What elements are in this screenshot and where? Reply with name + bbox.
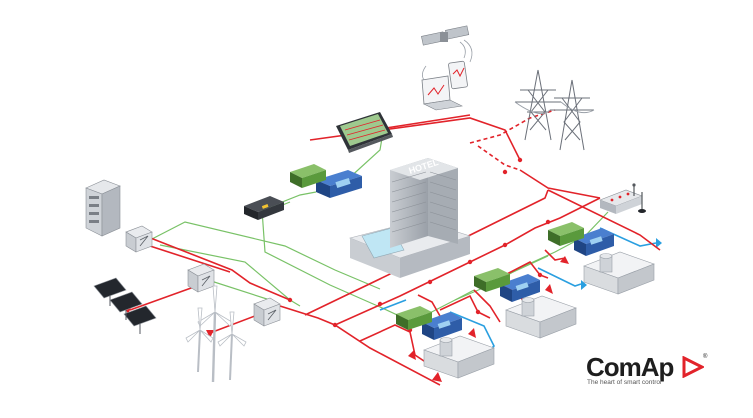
io-module-icons [290, 164, 584, 330]
controller-genset-3 [574, 228, 614, 256]
controller-main [316, 170, 362, 198]
brand-tagline: The heart of smart control [587, 379, 662, 386]
antenna-module-icon [599, 183, 646, 214]
satellite-icon [421, 25, 473, 63]
power-arrows [124, 256, 569, 382]
genset-icons [423, 251, 655, 379]
power-junctions [287, 157, 551, 333]
io-module-genset-1 [396, 306, 432, 330]
solar-panels-icon [93, 277, 157, 334]
genset-3 [583, 251, 655, 295]
hotel-building-icon: HOTEL [349, 157, 471, 278]
touchscreen-display-icon [336, 112, 393, 153]
io-module-main [290, 164, 326, 188]
transmission-tower [514, 69, 595, 151]
laptop-icon [421, 65, 463, 111]
inverter-icons [125, 225, 281, 327]
battery-cabinet-icon [85, 179, 121, 237]
inverter-battery [125, 225, 153, 253]
comap-triangle-icon [682, 356, 704, 378]
power-dashed-lines [469, 109, 556, 171]
controller-icons [316, 170, 614, 340]
brand-name: ComAp [586, 352, 674, 382]
inverter-wind [253, 297, 281, 327]
io-module-genset-2 [474, 268, 510, 292]
controller-genset-1 [422, 312, 462, 340]
comap-logo: ComAp ® The heart of smart control [586, 352, 726, 392]
genset-1 [423, 335, 495, 379]
gateway-icon [244, 196, 284, 220]
trademark-symbol: ® [703, 354, 708, 360]
wind-turbines-icon [185, 285, 247, 383]
inverter-solar [187, 263, 215, 293]
controller-genset-2 [500, 274, 540, 302]
genset-2 [505, 295, 577, 339]
io-module-genset-3 [548, 222, 584, 246]
tablet-icon [448, 60, 468, 90]
